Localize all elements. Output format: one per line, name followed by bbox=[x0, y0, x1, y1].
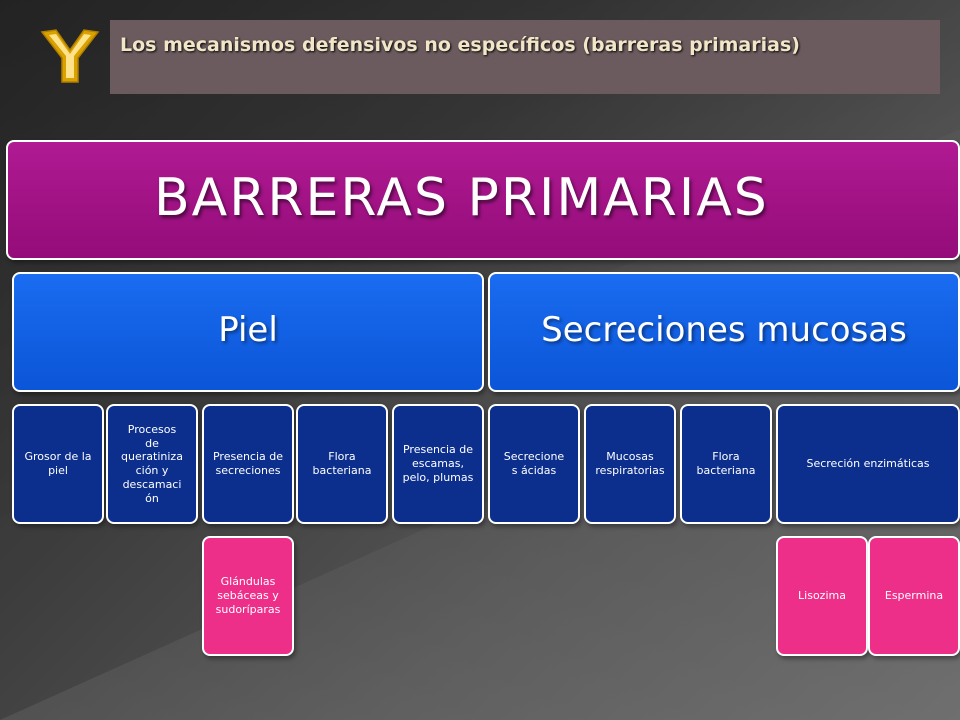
leaf-node-label: Presencia de escamas, pelo, plumas bbox=[402, 443, 474, 484]
leaf-node-grosor-piel: Grosor de la piel bbox=[12, 404, 104, 524]
leaf-node-escamas-pelo-plumas: Presencia de escamas, pelo, plumas bbox=[392, 404, 484, 524]
page-title: Los mecanismos defensivos no específicos… bbox=[120, 34, 800, 56]
subleaf-node-label: Lisozima bbox=[798, 589, 846, 603]
leaf-node-label: Grosor de la piel bbox=[24, 450, 92, 477]
leaf-node-label: Flora bacteriana bbox=[312, 450, 372, 477]
root-node-label: BARRERAS PRIMARIAS bbox=[154, 168, 769, 228]
leaf-node-label: Secreción enzimáticas bbox=[806, 457, 930, 471]
title-bar: Los mecanismos defensivos no específicos… bbox=[110, 20, 940, 94]
leaf-node-label: Presencia de secreciones bbox=[212, 450, 284, 477]
branch-node-label: Secreciones mucosas bbox=[541, 310, 907, 350]
root-node-barreras-primarias: BARRERAS PRIMARIAS bbox=[6, 140, 960, 260]
leaf-node-label: Secrecione s ácidas bbox=[503, 450, 565, 477]
subleaf-node-label: Espermina bbox=[884, 589, 944, 603]
leaf-node-secreciones-acidas: Secrecione s ácidas bbox=[488, 404, 580, 524]
leaf-node-label: Procesos de queratiniza ción y descamaci… bbox=[121, 422, 183, 505]
leaf-node-queratinizacion: Procesos de queratiniza ción y descamaci… bbox=[106, 404, 198, 524]
subleaf-node-label: Glándulas sebáceas y sudoríparas bbox=[215, 575, 281, 616]
branch-node-piel: Piel bbox=[12, 272, 484, 392]
antibody-logo-inner bbox=[49, 34, 91, 78]
leaf-node-label: Mucosas respiratorias bbox=[595, 450, 665, 477]
branch-node-secreciones-mucosas: Secreciones mucosas bbox=[488, 272, 960, 392]
leaf-node-label: Flora bacteriana bbox=[696, 450, 756, 477]
antibody-logo-icon bbox=[40, 29, 100, 83]
leaf-node-presencia-secreciones: Presencia de secreciones bbox=[202, 404, 294, 524]
subleaf-node-lisozima: Lisozima bbox=[776, 536, 868, 656]
leaf-node-flora-bacteriana-mucosas: Flora bacteriana bbox=[680, 404, 772, 524]
subleaf-node-glandulas: Glándulas sebáceas y sudoríparas bbox=[202, 536, 294, 656]
leaf-node-flora-bacteriana-piel: Flora bacteriana bbox=[296, 404, 388, 524]
branch-node-label: Piel bbox=[218, 310, 278, 350]
leaf-node-secrecion-enzimaticas: Secreción enzimáticas bbox=[776, 404, 960, 524]
leaf-node-mucosas-respiratorias: Mucosas respiratorias bbox=[584, 404, 676, 524]
subleaf-node-espermina: Espermina bbox=[868, 536, 960, 656]
